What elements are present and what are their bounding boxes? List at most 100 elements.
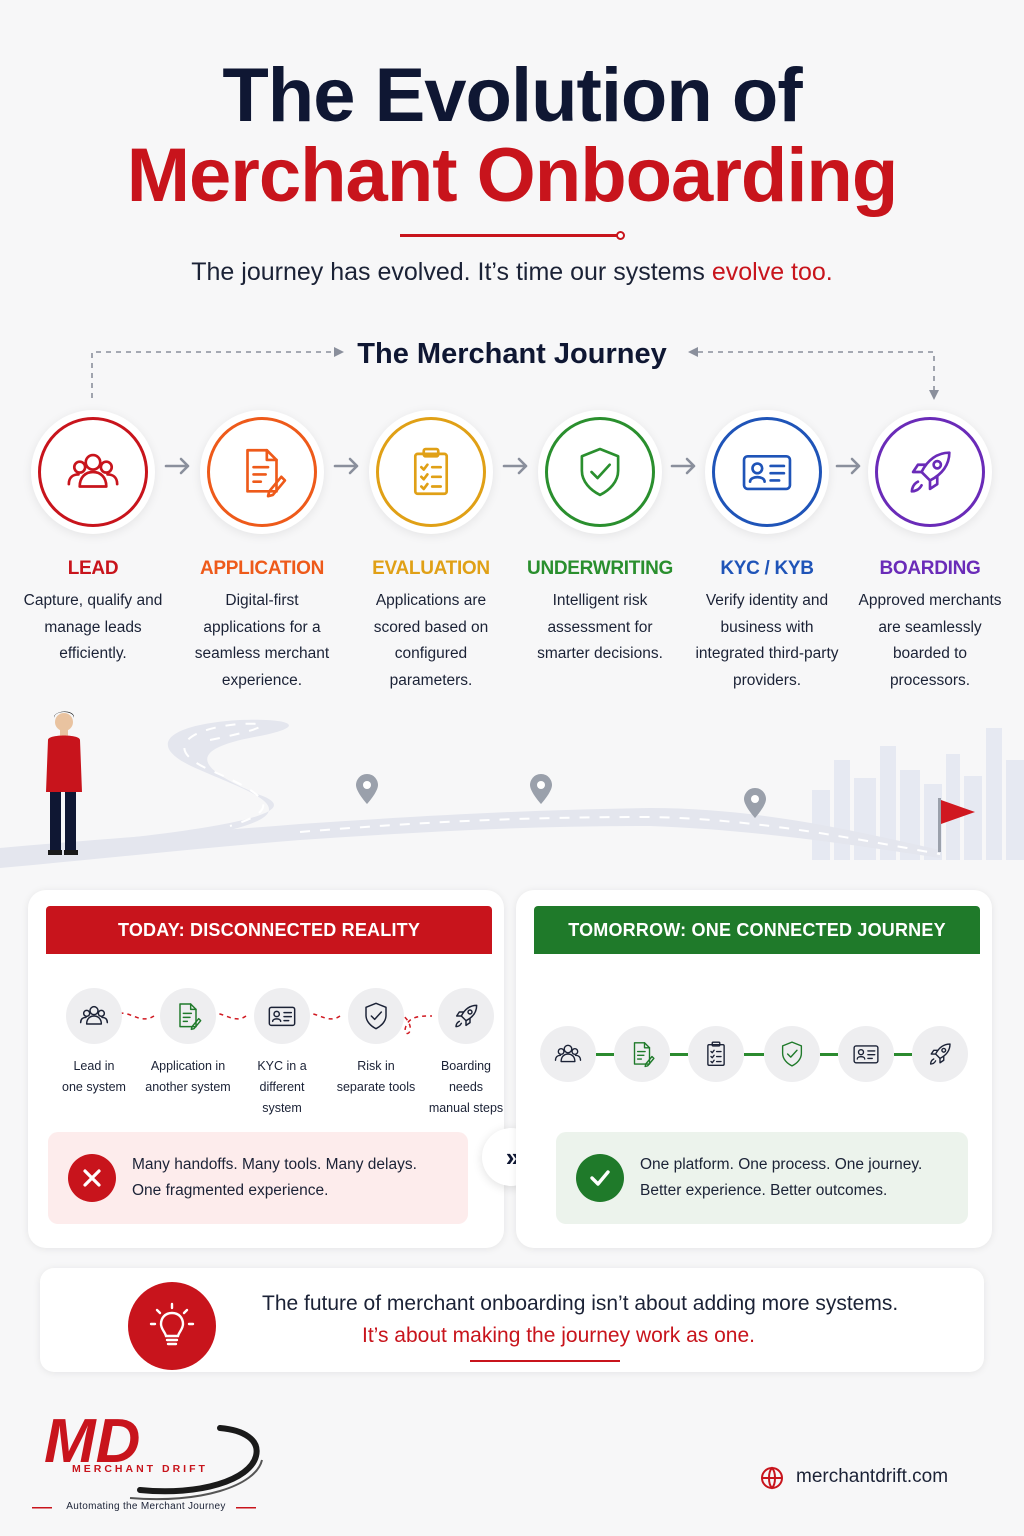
title-line-2: Merchant Onboarding xyxy=(126,133,899,218)
title-underline xyxy=(400,234,618,237)
person-figure xyxy=(46,711,82,855)
stage-name: KYC / KYB xyxy=(720,558,814,579)
arrow-right-icon xyxy=(163,455,193,477)
journey-loop-arrows xyxy=(91,347,939,400)
stage-description: Verify identity and business with integr… xyxy=(695,592,839,689)
subtitle-main: The journey has evolved. It’s time our s… xyxy=(191,258,712,286)
subtitle: The journey has evolved. It’s time our s… xyxy=(0,258,1024,287)
stage-description: Intelligent risk assessment for smarter … xyxy=(537,592,663,662)
users-icon xyxy=(540,1026,596,1082)
tomorrow-notice-text: One platform. One process. One journey. … xyxy=(640,1152,922,1204)
today-step-label: Lead in one system xyxy=(51,1056,137,1098)
today-step-label-line-1: Boarding needs xyxy=(440,1059,492,1094)
arrow-right-icon xyxy=(669,455,699,477)
globe-icon xyxy=(761,1466,783,1490)
stage-description: Approved merchants are seamlessly boarde… xyxy=(858,592,1002,689)
document-edit-icon xyxy=(160,988,216,1044)
rocket-icon xyxy=(438,988,494,1044)
today-step-label-line-2: manual steps xyxy=(428,1101,504,1115)
lightbulb-icon xyxy=(128,1282,216,1370)
arrow-right-icon xyxy=(834,455,864,477)
connector-line xyxy=(820,1053,838,1056)
stage-ring xyxy=(868,410,992,534)
today-step-label: Application in another system xyxy=(145,1056,231,1098)
today-step-label-line-1: Application in xyxy=(150,1059,226,1073)
today-step-label: Boarding needs manual steps xyxy=(423,1056,509,1119)
stage-name: LEAD xyxy=(67,558,119,579)
today-notice-text: Many handoffs. Many tools. Many delays. … xyxy=(132,1152,417,1204)
tomorrow-notice-line-2: Better experience. Better outcomes. xyxy=(640,1182,888,1199)
today-notice: Many handoffs. Many tools. Many delays. … xyxy=(48,1132,468,1224)
today-step-label: KYC in a different system xyxy=(239,1056,325,1119)
checklist-icon xyxy=(688,1026,744,1082)
today-notice-line-2: One fragmented experience. xyxy=(132,1182,329,1199)
today-header: TODAY: DISCONNECTED REALITY xyxy=(46,906,492,954)
road-scene-illustration xyxy=(0,711,1024,868)
connector-line xyxy=(670,1053,688,1056)
shield-check-icon xyxy=(545,417,655,527)
closing-line-2: It’s about making the journey work as on… xyxy=(362,1324,756,1347)
tomorrow-panel: TOMORROW: ONE CONNECTED JOURNEY One plat… xyxy=(516,890,992,1248)
today-step-label-line-2: different system xyxy=(259,1080,305,1115)
closing-banner: The future of merchant onboarding isn’t … xyxy=(40,1268,984,1372)
arrow-right-icon xyxy=(501,455,531,477)
shield-check-icon xyxy=(764,1026,820,1082)
users-icon xyxy=(66,988,122,1044)
stage-underwriting: UNDERWRITING Intelligent risk assessment … xyxy=(515,410,685,668)
connector-line xyxy=(596,1053,614,1056)
website-link[interactable]: merchantdrift.com xyxy=(796,1466,949,1487)
today-step-label-line-1: KYC in a xyxy=(257,1059,307,1073)
today-step-label-line-2: another system xyxy=(145,1080,231,1094)
arrow-right-icon xyxy=(332,455,362,477)
title-line-1: The Evolution of xyxy=(222,53,802,138)
document-edit-icon xyxy=(614,1026,670,1082)
users-icon xyxy=(38,417,148,527)
stage-ring xyxy=(538,410,662,534)
shield-check-icon xyxy=(348,988,404,1044)
tagline-rules xyxy=(32,1507,256,1509)
stage-description: Capture, qualify and manage leads effici… xyxy=(23,592,163,662)
stage-name: UNDERWRITING xyxy=(527,558,673,579)
id-card-icon xyxy=(712,417,822,527)
today-notice-line-1: Many handoffs. Many tools. Many delays. xyxy=(132,1156,417,1173)
stage-name: BOARDING xyxy=(879,558,981,579)
id-card-icon xyxy=(838,1026,894,1082)
stage-ring xyxy=(369,410,493,534)
tomorrow-notice-line-1: One platform. One process. One journey. xyxy=(640,1156,923,1173)
stage-evaluation: EVALUATION Applications are scored based … xyxy=(346,410,516,694)
logo-brand-name: MERCHANT DRIFT xyxy=(72,1463,208,1475)
today-step: Boarding needs manual steps xyxy=(423,988,509,1119)
today-step-label-line-1: Lead in xyxy=(73,1059,115,1073)
stage-ring xyxy=(705,410,829,534)
stage-name: APPLICATION xyxy=(199,558,325,579)
logo-tagline: Automating the Merchant Journey xyxy=(66,1501,226,1512)
subtitle-accent: evolve too. xyxy=(711,258,833,286)
logo-mark: MD xyxy=(44,1407,140,1476)
stage-ring xyxy=(31,410,155,534)
stage-kyc-kyb: KYC / KYB Verify identity and business wi… xyxy=(682,410,852,694)
closing-underline xyxy=(470,1360,620,1362)
check-icon xyxy=(576,1154,624,1202)
tomorrow-header: TOMORROW: ONE CONNECTED JOURNEY xyxy=(534,906,980,954)
stage-name: EVALUATION xyxy=(372,558,490,579)
stage-lead: LEAD Capture, qualify and manage leads ef… xyxy=(8,410,178,668)
stage-boarding: BOARDING Approved merchants are seamlessl… xyxy=(845,410,1015,694)
today-step-label-line-1: Risk in xyxy=(357,1059,395,1073)
stage-ring xyxy=(200,410,324,534)
stage-description: Applications are scored based on configu… xyxy=(373,592,489,689)
x-icon xyxy=(68,1154,116,1202)
title-underline-dot xyxy=(616,231,625,240)
connector-line xyxy=(894,1053,912,1056)
today-step-label-line-2: separate tools xyxy=(336,1080,416,1094)
closing-line-1: The future of merchant onboarding isn’t … xyxy=(262,1292,899,1315)
today-step-label-line-2: one system xyxy=(62,1080,126,1094)
rocket-icon xyxy=(912,1026,968,1082)
today-step: Application in another system xyxy=(145,988,231,1098)
today-step-label: Risk in separate tools xyxy=(333,1056,419,1098)
checklist-icon xyxy=(376,417,486,527)
tomorrow-notice: One platform. One process. One journey. … xyxy=(556,1132,968,1224)
today-panel: TODAY: DISCONNECTED REALITY Lead in one s… xyxy=(28,890,504,1248)
today-step: KYC in a different system xyxy=(239,988,325,1119)
